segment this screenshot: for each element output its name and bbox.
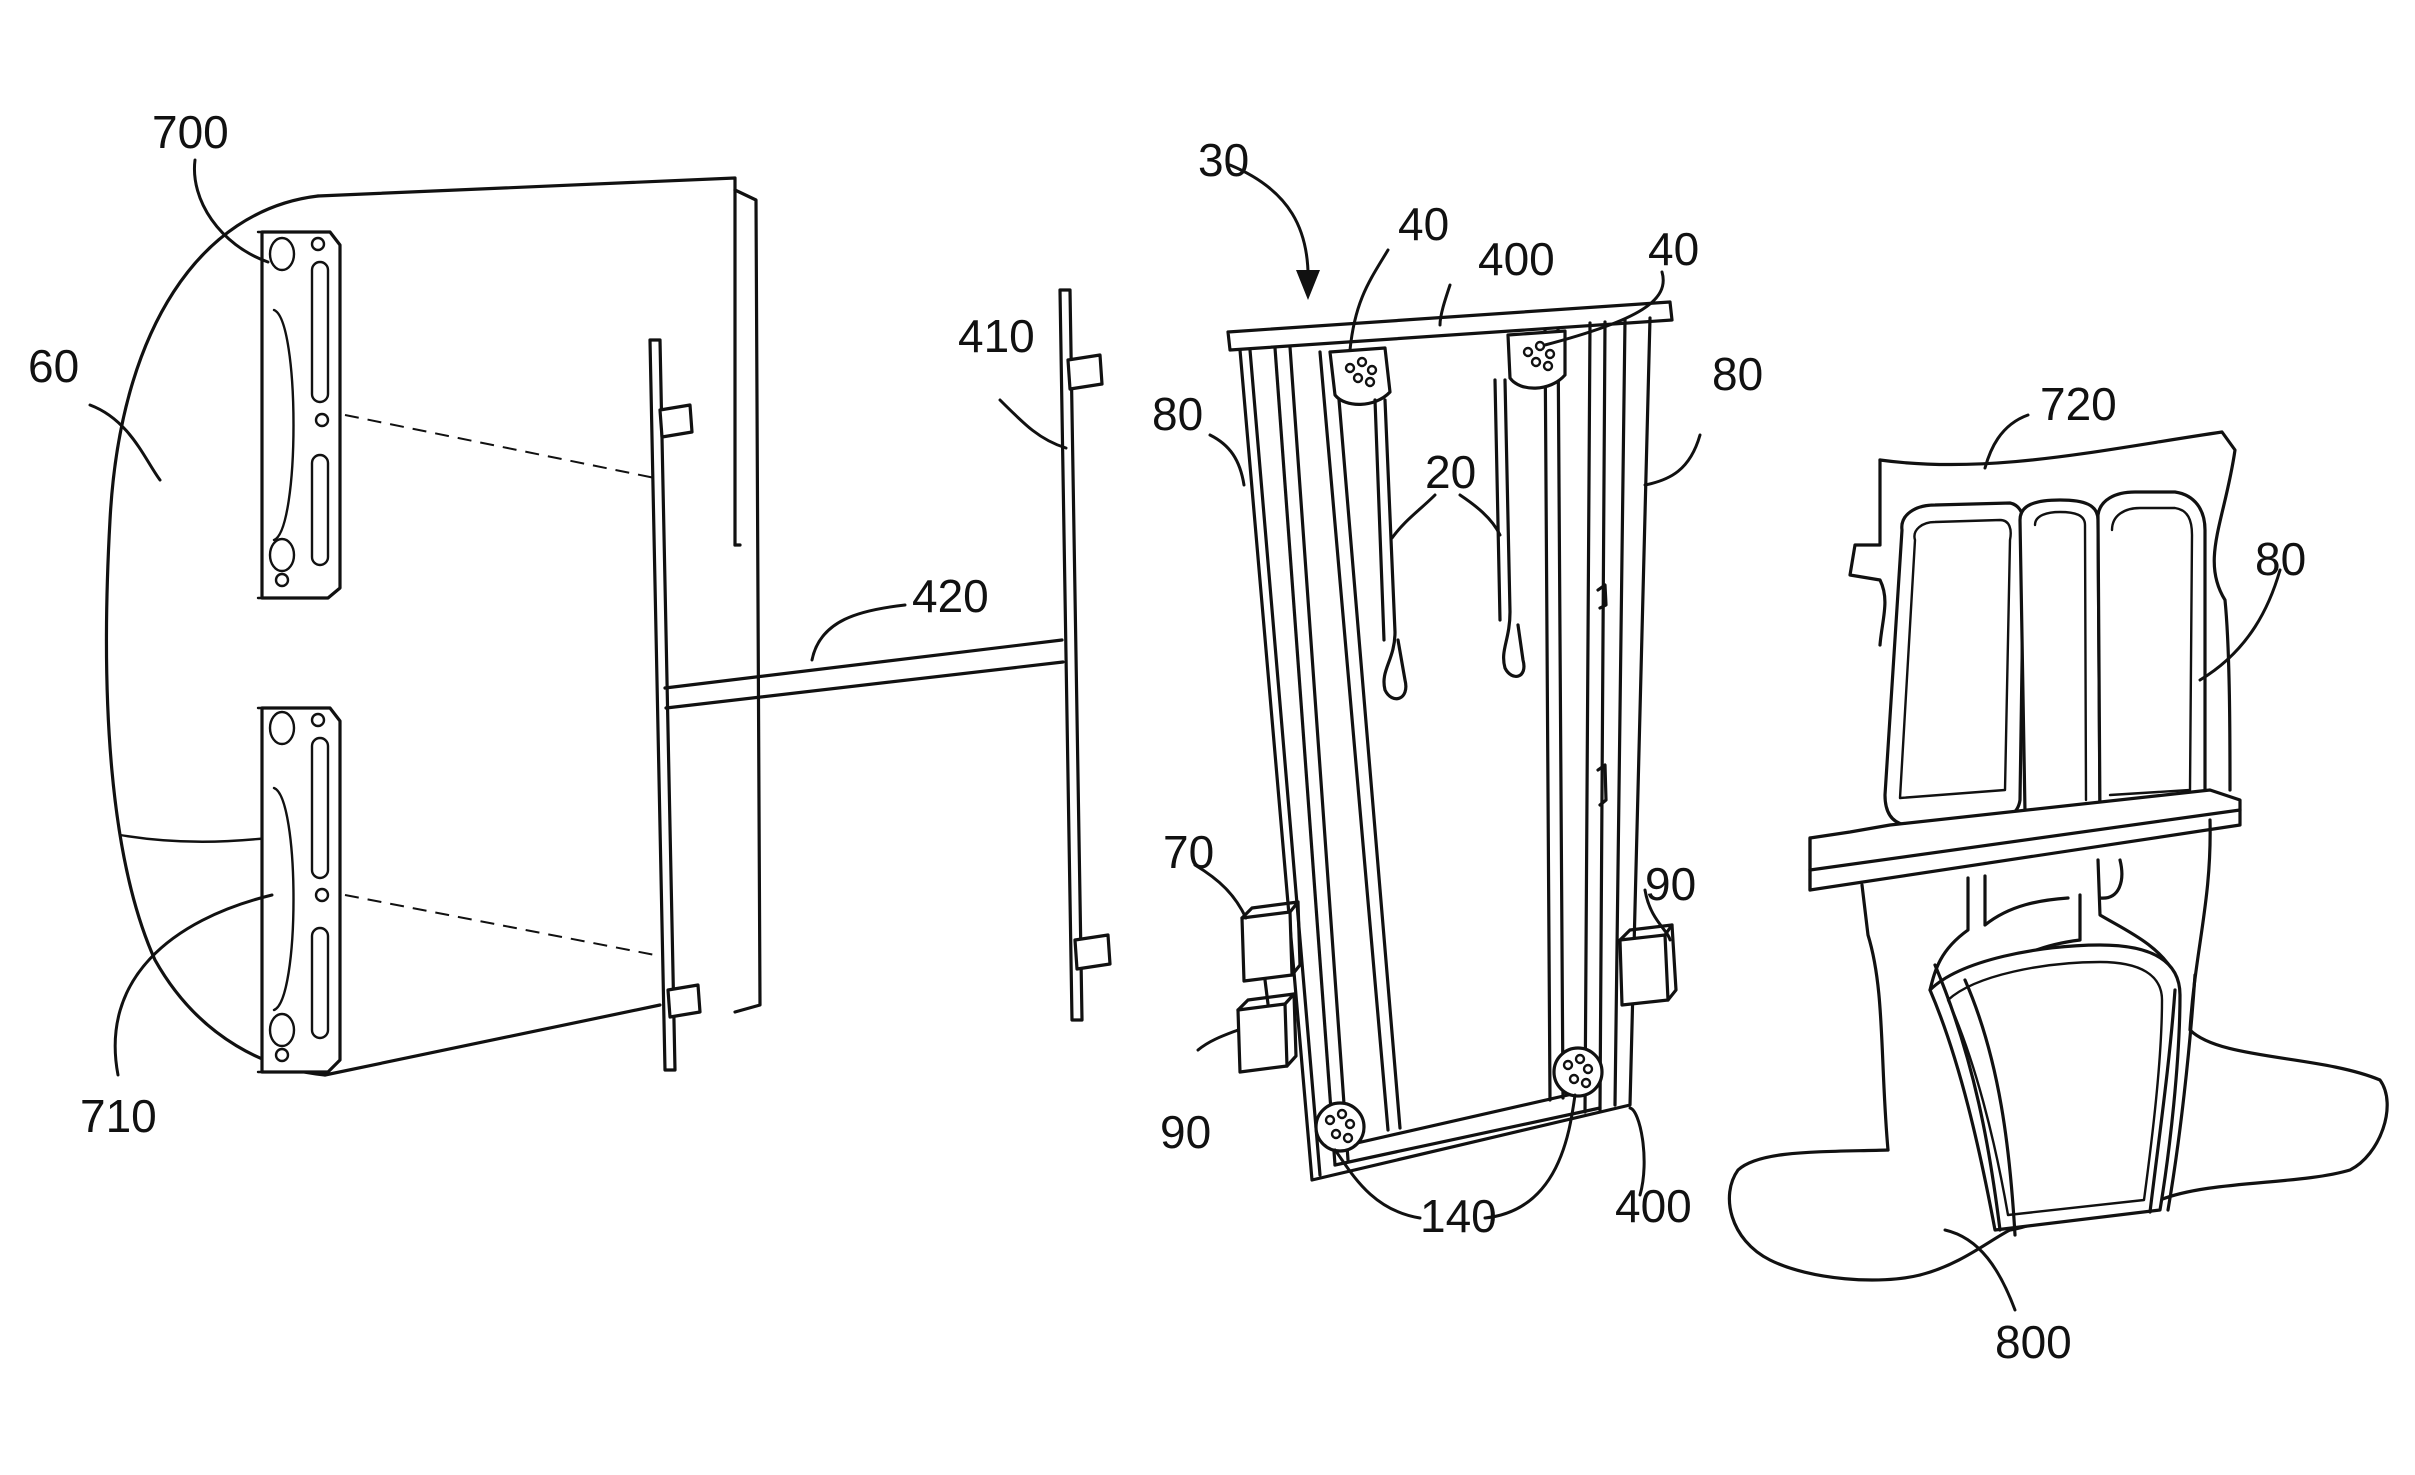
leader-lines bbox=[88, 158, 2282, 1312]
label-70: 70 bbox=[1163, 826, 1214, 878]
label-90-left: 90 bbox=[1160, 1106, 1211, 1158]
label-90-right: 90 bbox=[1645, 858, 1696, 910]
label-80-right: 80 bbox=[1712, 348, 1763, 400]
label-80-seat: 80 bbox=[2255, 533, 2306, 585]
seat-assembly-720 bbox=[1727, 430, 2389, 1282]
label-80-left: 80 bbox=[1152, 388, 1203, 440]
seat-back-rail bbox=[648, 338, 702, 1072]
label-400-top: 400 bbox=[1478, 233, 1555, 285]
upper-bracket-700 bbox=[256, 230, 342, 600]
support-frame-30 bbox=[1226, 163, 1678, 1182]
label-40-left: 40 bbox=[1398, 198, 1449, 250]
label-140: 140 bbox=[1420, 1190, 1497, 1242]
label-410: 410 bbox=[958, 310, 1035, 362]
reference-labels: 700 60 710 420 410 30 40 400 40 80 80 20… bbox=[28, 106, 2306, 1368]
seat-back-60 bbox=[104, 176, 762, 1077]
label-720: 720 bbox=[2040, 378, 2117, 430]
label-60: 60 bbox=[28, 340, 79, 392]
label-400-bottom: 400 bbox=[1615, 1180, 1692, 1232]
label-710: 710 bbox=[80, 1090, 157, 1142]
lower-bracket-710 bbox=[256, 706, 342, 1074]
label-40-right: 40 bbox=[1648, 223, 1699, 275]
label-700: 700 bbox=[152, 106, 229, 158]
label-800: 800 bbox=[1995, 1316, 2072, 1368]
cross-bar-420 bbox=[663, 638, 1065, 710]
label-30: 30 bbox=[1198, 134, 1249, 186]
label-420: 420 bbox=[912, 570, 989, 622]
label-20: 20 bbox=[1425, 446, 1476, 498]
rail-410 bbox=[1058, 288, 1112, 1022]
